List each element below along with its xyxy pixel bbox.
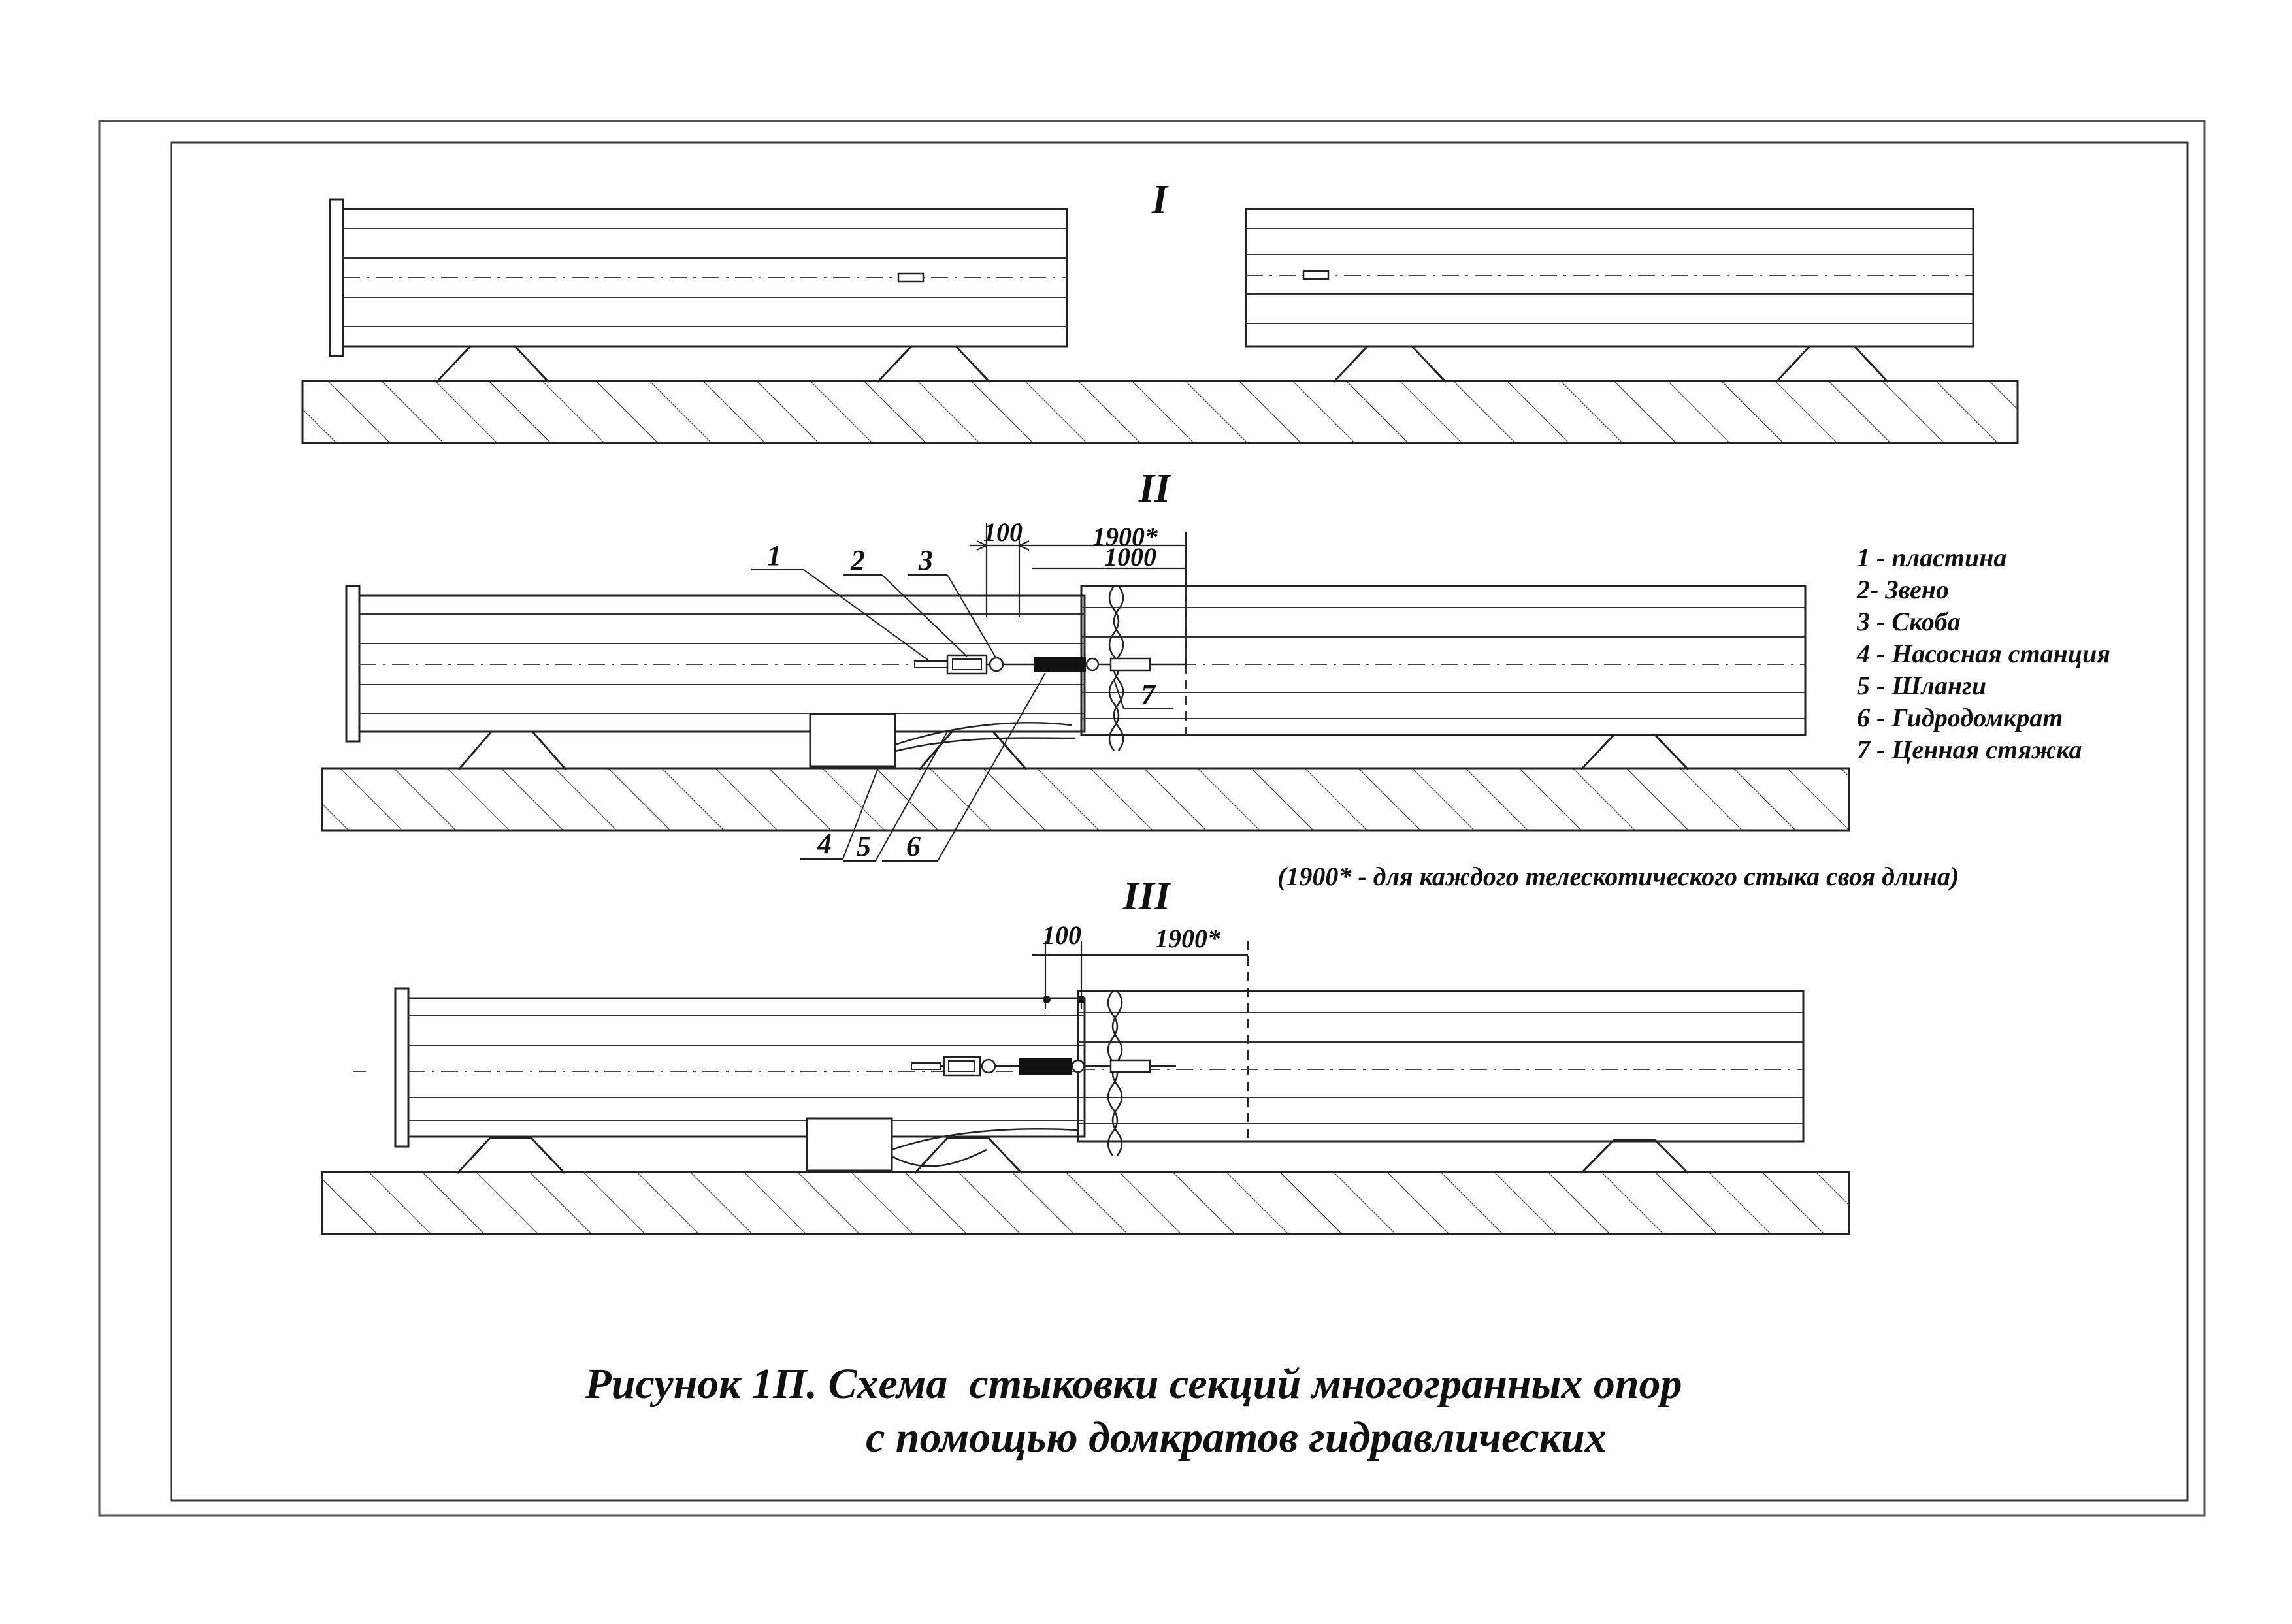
stage-three-right-section bbox=[1077, 990, 1805, 1143]
callout-5: 5 bbox=[857, 830, 871, 862]
stage-three-hydraulic-jack bbox=[1019, 1058, 1072, 1075]
stage-three-supports bbox=[456, 1137, 1690, 1175]
stage-two-dimension-inner: 1000 bbox=[1104, 542, 1156, 572]
legend-item-5: 5 - Шланги bbox=[1857, 671, 1986, 700]
callout-6: 6 bbox=[906, 830, 921, 862]
legend: 1 - пластина 2- Звено 3 - Скоба 4 - Насо… bbox=[1856, 543, 2110, 764]
legend-item-1: 1 - пластина bbox=[1857, 543, 2006, 572]
stage-three-chain-tie bbox=[1107, 990, 1119, 1156]
callout-4: 4 bbox=[817, 828, 832, 860]
stage-two-callout-leaders bbox=[751, 569, 1173, 862]
stage-two-label: II bbox=[1138, 466, 1171, 511]
footnote: (1900* - для каждого телескотического ст… bbox=[1277, 862, 1959, 891]
stage-three-dimension-gap: 100 bbox=[1042, 920, 1081, 950]
legend-item-4: 4 - Насосная станция bbox=[1856, 639, 2110, 668]
stage-two-ground bbox=[321, 767, 1850, 832]
stage-one-marker-left bbox=[897, 272, 925, 283]
stage-one-supports bbox=[435, 345, 1890, 383]
legend-item-7: 7 - Ценная стяжка bbox=[1857, 735, 2082, 764]
stage-two-hydraulic-jack bbox=[1034, 657, 1086, 672]
stage-three: III 100 1900* bbox=[321, 874, 1850, 1235]
stage-two-dimension-gap: 100 bbox=[983, 517, 1023, 547]
stage-three-hoses bbox=[891, 1128, 1079, 1167]
stage-three-label: III bbox=[1122, 874, 1171, 918]
stage-three-dimension-overlap: 1900* bbox=[1155, 924, 1221, 953]
legend-item-2: 2- Звено bbox=[1856, 575, 1949, 604]
stage-two-dimension-overlap: 1900* bbox=[1092, 522, 1158, 551]
stage-two-dimensions bbox=[970, 523, 1187, 666]
stage-three-ground bbox=[321, 1171, 1850, 1235]
legend-item-6: 6 - Гидродомкрат bbox=[1857, 703, 2063, 732]
inner-frame bbox=[170, 141, 2189, 1502]
stage-three-dimensions bbox=[1032, 941, 1249, 1140]
stage-one-right-section bbox=[1245, 208, 1974, 348]
outer-frame bbox=[98, 120, 2206, 1517]
caption-line-1: Рисунок 1П. Схема стыковки секций многог… bbox=[584, 1360, 1682, 1408]
stage-one: I bbox=[301, 178, 2019, 444]
stage-two-right-section bbox=[1080, 585, 1807, 736]
legend-item-3: 3 - Скоба bbox=[1856, 607, 1961, 636]
callout-1: 1 bbox=[767, 540, 781, 572]
stage-three-coupling-assembly bbox=[911, 1056, 1176, 1077]
callout-2: 2 bbox=[850, 544, 865, 576]
stage-one-ground bbox=[301, 380, 2019, 444]
stage-two-hoses bbox=[894, 722, 1075, 753]
stage-three-pump-station bbox=[806, 1117, 893, 1172]
stage-one-left-section bbox=[329, 198, 1068, 357]
stage-two-supports bbox=[457, 730, 1690, 771]
stage-one-marker-right bbox=[1302, 270, 1330, 280]
stage-two-coupling-assembly bbox=[914, 654, 1186, 675]
callout-3: 3 bbox=[918, 544, 933, 576]
callout-7: 7 bbox=[1141, 679, 1156, 711]
stage-one-label: I bbox=[1151, 178, 1169, 222]
figure-caption: Рисунок 1П. Схема стыковки секций многог… bbox=[584, 1360, 1682, 1461]
caption-line-2: с помощью домкратов гидравлических bbox=[866, 1414, 1607, 1461]
stage-two-pump-station bbox=[809, 713, 896, 768]
stage-two: II 100 1900* 1000 bbox=[321, 466, 1850, 862]
